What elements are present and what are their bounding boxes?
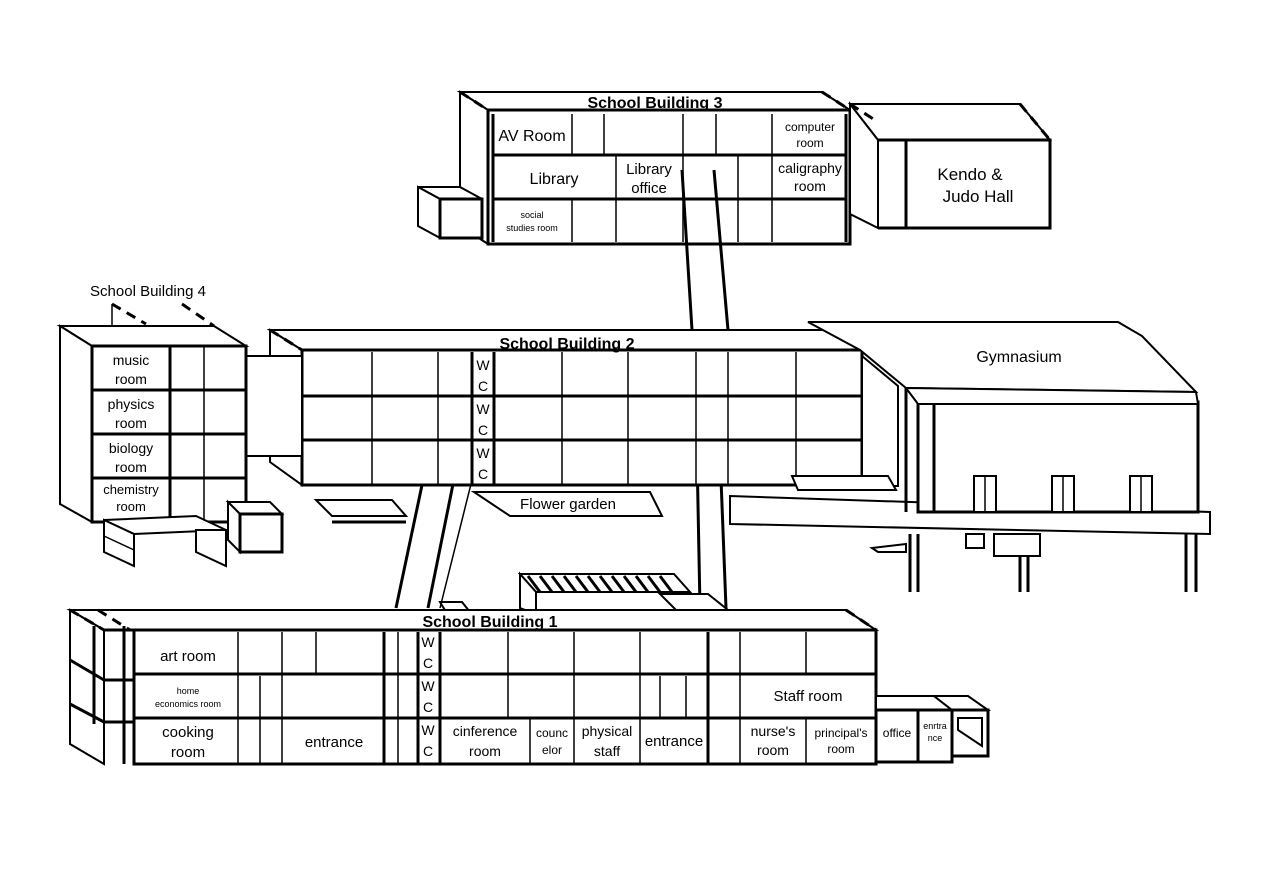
office-label: office <box>883 726 912 740</box>
councelor-line1: counc <box>536 726 568 740</box>
library-label: Library <box>530 171 579 188</box>
kendo-judo-hall <box>847 101 1053 230</box>
staff-room-label: Staff room <box>774 688 843 705</box>
gymnasium-title: Gymnasium <box>976 349 1061 366</box>
wc-b2-1: W <box>476 357 490 373</box>
school-building-1 <box>66 571 992 766</box>
chemistry-room-line1: chemistry <box>103 482 159 497</box>
entrance-right-line1: enrtra <box>923 721 947 731</box>
school-building-3 <box>417 90 854 246</box>
home-economics-line1: home <box>177 686 200 696</box>
entrance-middle-label: entrance <box>645 733 703 750</box>
library-office-line1: Library <box>626 161 672 178</box>
biology-room-line2: room <box>115 459 147 475</box>
wc-b2-5: W <box>476 445 490 461</box>
av-room-label: AV Room <box>498 128 565 145</box>
principals-room-line1: principal's <box>815 726 868 740</box>
conference-room-line2: room <box>469 743 501 759</box>
physics-room-line1: physics <box>108 396 155 412</box>
wc-b1-4: C <box>423 699 433 715</box>
wc-b2-2: C <box>478 378 488 394</box>
nurses-room-line2: room <box>757 742 789 758</box>
art-room-label: art room <box>160 648 216 665</box>
school-building-4-title: School Building 4 <box>90 283 206 300</box>
school-building-4 <box>56 302 285 568</box>
library-office-line2: office <box>631 180 667 197</box>
wc-b2-3: W <box>476 401 490 417</box>
wc-b1-3: W <box>421 678 435 694</box>
stair-steps <box>526 575 674 593</box>
cooking-room-line2: room <box>171 744 205 761</box>
cooking-room-line1: cooking <box>162 724 214 741</box>
kendo-hall-line1: Kendo & <box>937 165 1003 184</box>
entrance-left-label: entrance <box>305 734 363 751</box>
entrance-right-line2: nce <box>928 733 943 743</box>
biology-room-line1: biology <box>109 440 153 456</box>
physics-room-line2: room <box>115 415 147 431</box>
chemistry-room-line2: room <box>116 499 146 514</box>
music-room-line1: music <box>113 352 150 368</box>
wc-b1-1: W <box>421 634 435 650</box>
social-studies-line1: social <box>520 210 543 220</box>
wc-b1-6: C <box>423 743 433 759</box>
caligraphy-room-line2: room <box>794 178 826 194</box>
labels: School Building 3 School Building 2 Scho… <box>90 95 1062 761</box>
music-room-line2: room <box>115 371 147 387</box>
flower-garden-label: Flower garden <box>520 496 616 513</box>
social-studies-line2: studies room <box>506 223 558 233</box>
caligraphy-room-line1: caligraphy <box>778 160 842 176</box>
home-economics-line2: economics room <box>155 699 221 709</box>
gymnasium <box>807 321 1200 557</box>
computer-room-line1: computer <box>785 120 835 134</box>
conference-room-line1: cinference <box>453 723 518 739</box>
wc-b2-4: C <box>478 422 488 438</box>
school-building-2-title: School Building 2 <box>499 336 634 353</box>
physical-staff-line1: physical <box>582 723 633 739</box>
school-building-2 <box>245 328 899 524</box>
wc-b2-6: C <box>478 466 488 482</box>
councelor-line2: elor <box>542 743 562 757</box>
wc-b1-5: W <box>421 722 435 738</box>
physical-staff-line2: staff <box>594 743 620 759</box>
school-building-3-title: School Building 3 <box>587 95 722 112</box>
school-building-1-title: School Building 1 <box>422 614 557 631</box>
nurses-room-line1: nurse's <box>751 723 796 739</box>
principals-room-line2: room <box>827 742 854 756</box>
kendo-hall-line2: Judo Hall <box>943 187 1014 206</box>
computer-room-line2: room <box>796 136 823 150</box>
wc-b1-2: C <box>423 655 433 671</box>
